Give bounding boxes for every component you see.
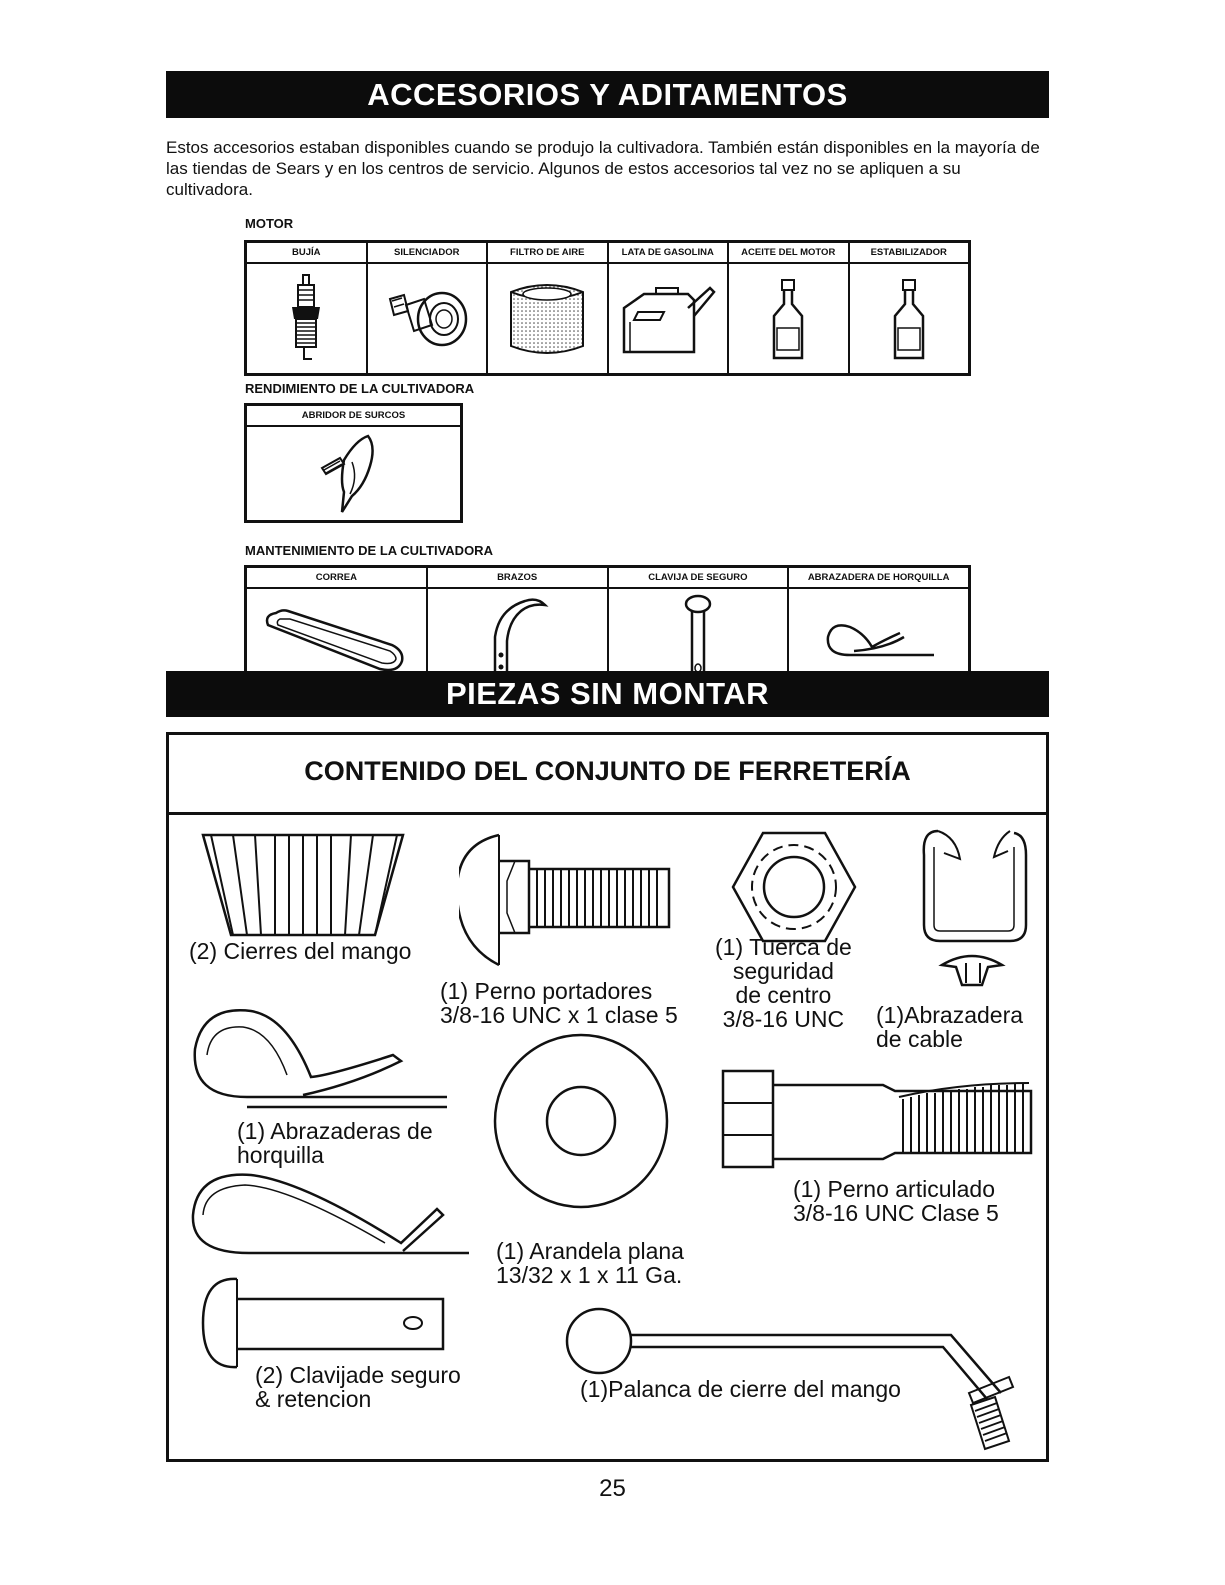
shoulder-bolt-icon xyxy=(721,1069,1033,1169)
clevis-pins-label: (2) Clavijade seguro & retencion xyxy=(255,1363,461,1411)
air-filter-icon xyxy=(510,283,585,354)
hardware-contents-box: CONTENIDO DEL CONJUNTO DE FERRETERÍA (2)… xyxy=(166,732,1049,1462)
accessories-intro: Estos accesorios estaban disponibles cua… xyxy=(166,138,1040,199)
label-line: de cable xyxy=(876,1026,963,1052)
maintenance-item-belt: CORREA xyxy=(247,568,428,685)
maintenance-item-label: CLAVIJA DE SEGURO xyxy=(608,568,788,589)
clevis-pin-hw-icon xyxy=(201,1277,445,1369)
stabilizer-bottle-icon xyxy=(893,278,924,359)
carriage-bolt-label: (1) Perno portadores 3/8-16 UNC x 1 clas… xyxy=(440,979,678,1027)
label-line: (1)Abrazadera xyxy=(876,1002,1024,1028)
motor-item-gas-can: LATA DE GASOLINA xyxy=(608,243,729,373)
handle-lever-label: (1)Palanca de cierre del mango xyxy=(580,1377,901,1401)
label-line: (2) Cierres del mango xyxy=(189,938,412,964)
motor-item-stabilizer: ESTABILIZADOR xyxy=(849,243,968,373)
maintenance-table: CORREA BRAZOS CLAVIJA DE SEGURO xyxy=(244,565,971,688)
spark-plug-icon xyxy=(292,273,321,360)
maintenance-label: MANTENIMIENTO DE LA CULTIVADORA xyxy=(245,543,493,558)
motor-item-oil: ACEITE DEL MOTOR xyxy=(729,243,850,373)
label-line: (1) Abrazaderas de xyxy=(237,1118,433,1144)
motor-item-label: ACEITE DEL MOTOR xyxy=(729,243,848,264)
performance-item-furrow-opener: ABRIDOR DE SURCOS xyxy=(247,406,460,520)
label-line: seguridad xyxy=(732,958,834,984)
motor-item-muffler: SILENCIADOR xyxy=(367,243,488,373)
flat-washer-icon xyxy=(493,1033,669,1209)
label-line: (1) Tuerca de xyxy=(715,934,852,960)
maintenance-item-clevis-pin: CLAVIJA DE SEGURO xyxy=(608,568,790,685)
label-line: 3/8-16 UNC xyxy=(722,1006,845,1032)
oil-bottle-icon xyxy=(773,278,804,359)
motor-item-label: LATA DE GASOLINA xyxy=(608,243,727,264)
label-line: (1) Perno articulado xyxy=(793,1176,995,1202)
handle-clamps-label: (2) Cierres del mango xyxy=(189,939,411,963)
label-line: 13/32 x 1 x 11 Ga. xyxy=(496,1262,683,1288)
label-line: & retencion xyxy=(255,1386,372,1412)
hairpin-clip-large-icon xyxy=(193,1009,447,1109)
handle-clamp-icon xyxy=(201,833,405,937)
lock-nut-icon xyxy=(731,831,857,943)
label-line: de centro xyxy=(735,982,832,1008)
hairpin-clip-small-icon xyxy=(191,1173,469,1255)
performance-item-label: ABRIDOR DE SURCOS xyxy=(247,406,460,427)
handle-lever-icon xyxy=(565,1307,1015,1451)
clevis-pin-icon xyxy=(684,594,712,678)
motor-item-label: FILTRO DE AIRE xyxy=(488,243,607,264)
cable-clamp-label: (1)Abrazadera de cable xyxy=(876,1003,1023,1051)
hairpin-clips-label: (1) Abrazaderas de horquilla xyxy=(237,1119,433,1167)
gas-can-icon xyxy=(622,285,716,353)
loose-parts-banner: PIEZAS SIN MONTAR xyxy=(166,671,1049,717)
cable-clamp-icon xyxy=(922,829,1028,987)
motor-item-label: ESTABILIZADOR xyxy=(849,243,968,264)
carriage-bolt-icon xyxy=(459,833,671,967)
tine-icon xyxy=(493,598,549,679)
performance-table: ABRIDOR DE SURCOS xyxy=(244,403,463,523)
maintenance-item-hairpin-clip: ABRAZADERA DE HORQUILLA xyxy=(789,568,968,685)
maintenance-item-label: ABRAZADERA DE HORQUILLA xyxy=(789,568,968,589)
label-line: (2) Clavijade seguro xyxy=(255,1362,461,1388)
performance-label: RENDIMIENTO DE LA CULTIVADORA xyxy=(245,381,475,396)
furrow-opener-icon xyxy=(320,434,374,513)
label-line: (1)Palanca de cierre del mango xyxy=(580,1376,901,1402)
belt-icon xyxy=(266,609,404,672)
flat-washer-label: (1) Arandela plana 13/32 x 1 x 11 Ga. xyxy=(496,1239,684,1287)
motor-item-air-filter: FILTRO DE AIRE xyxy=(488,243,609,373)
motor-item-label: BUJÍA xyxy=(247,243,366,264)
accessories-banner: ACCESORIOS Y ADITAMENTOS xyxy=(166,71,1049,118)
motor-table: BUJÍA SILENCIADOR xyxy=(244,240,971,376)
label-line: horquilla xyxy=(237,1142,324,1168)
label-line: 3/8-16 UNC Clase 5 xyxy=(793,1200,999,1226)
hardware-title: CONTENIDO DEL CONJUNTO DE FERRETERÍA xyxy=(169,735,1046,815)
label-line: (1) Perno portadores xyxy=(440,978,653,1004)
muffler-icon xyxy=(388,291,467,346)
label-line: 3/8-16 UNC x 1 clase 5 xyxy=(440,1002,678,1028)
maintenance-item-tine: BRAZOS xyxy=(427,568,609,685)
label-line: (1) Arandela plana xyxy=(496,1238,684,1264)
motor-item-label: SILENCIADOR xyxy=(367,243,486,264)
motor-item-spark-plug: BUJÍA xyxy=(247,243,368,373)
page-number: 25 xyxy=(599,1475,626,1502)
lock-nut-label: (1) Tuerca de seguridad de centro 3/8-16… xyxy=(715,935,852,1031)
shoulder-bolt-label: (1) Perno articulado 3/8-16 UNC Clase 5 xyxy=(793,1177,999,1225)
hairpin-clip-icon xyxy=(826,624,934,657)
maintenance-item-label: CORREA xyxy=(247,568,426,589)
maintenance-item-label: BRAZOS xyxy=(427,568,607,589)
motor-label: MOTOR xyxy=(245,216,294,231)
